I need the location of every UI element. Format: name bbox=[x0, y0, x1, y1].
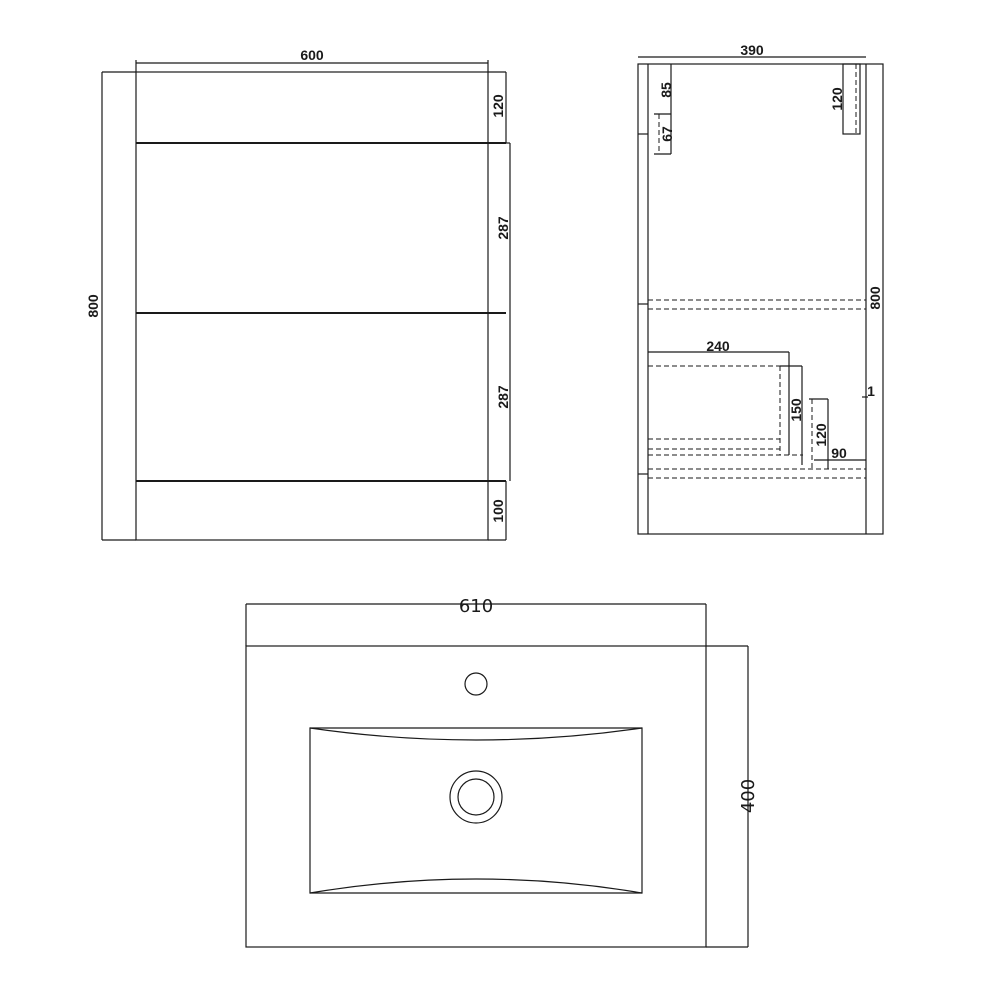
front-view: 600 800 120 287 287 100 bbox=[85, 47, 511, 541]
section-label-top: 120 bbox=[490, 94, 506, 118]
section-label-plinth: 100 bbox=[490, 499, 506, 523]
side-label-67: 67 bbox=[659, 126, 675, 142]
side-label-120: 120 bbox=[813, 423, 829, 447]
drain-inner bbox=[457, 778, 495, 816]
side-label-90: 90 bbox=[831, 445, 847, 461]
cabinet-front-outline bbox=[135, 71, 489, 541]
basin-depth-label: 400 bbox=[738, 779, 759, 813]
front-width-label: 600 bbox=[300, 47, 324, 63]
basin-bowl bbox=[309, 727, 643, 894]
cabinet-side-outline bbox=[637, 63, 884, 535]
side-depth-label: 390 bbox=[740, 42, 764, 58]
side-label-150: 150 bbox=[788, 398, 804, 422]
section-label-drawer1: 287 bbox=[495, 216, 511, 240]
basin-top-view: 610 400 bbox=[245, 596, 759, 948]
front-height-label: 800 bbox=[85, 294, 101, 318]
drain-outer bbox=[449, 770, 503, 824]
basin-width-label: 610 bbox=[459, 596, 493, 617]
tap-hole bbox=[464, 672, 488, 696]
side-label-240: 240 bbox=[706, 338, 730, 354]
side-height-label: 800 bbox=[867, 286, 883, 310]
side-label-1: 1 bbox=[867, 383, 875, 399]
section-label-drawer2: 287 bbox=[495, 385, 511, 409]
side-label-120-top: 120 bbox=[829, 87, 845, 111]
basin-outline bbox=[245, 645, 707, 948]
side-view: 390 85 67 120 800 240 150 120 bbox=[637, 42, 884, 535]
side-label-85: 85 bbox=[658, 82, 674, 98]
